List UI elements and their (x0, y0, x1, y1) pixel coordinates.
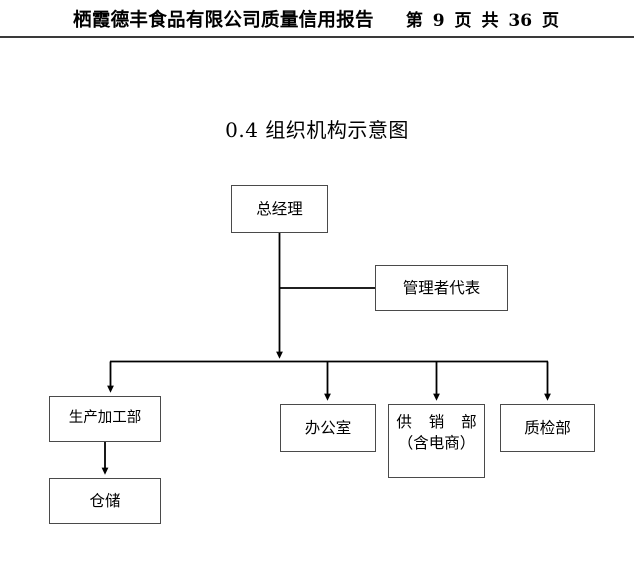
total-unit-label: 页 (541, 11, 559, 31)
page-unit-label: 页 (454, 11, 472, 31)
page-header: 栖霞德丰食品有限公司质量信用报告 第 9 页 共 36 页 (0, 0, 634, 38)
node-general-manager[interactable]: 总经理 (231, 185, 328, 233)
node-quality-inspection-department[interactable]: 质检部 (500, 404, 595, 452)
node-office[interactable]: 办公室 (280, 404, 376, 452)
node-sales-department[interactable]: 供 销 部 （含电商） (388, 404, 485, 478)
total-page-number: 36 (508, 11, 533, 31)
header-divider-rule (0, 36, 634, 38)
node-production-department-label: 生产加工部 (68, 410, 142, 427)
node-warehouse[interactable]: 仓储 (49, 478, 161, 524)
node-sales-department-label: 供 销 部 (396, 413, 483, 431)
node-office-label: 办公室 (304, 418, 352, 437)
current-page-number: 9 (432, 11, 445, 31)
node-warehouse-label: 仓储 (89, 491, 121, 510)
node-management-representative-label: 管理者代表 (402, 278, 481, 297)
section-heading: 0.4 组织机构示意图 (225, 118, 409, 142)
total-prefix-label: 共 (481, 11, 499, 31)
node-general-manager-label: 总经理 (256, 199, 303, 218)
document-title: 栖霞德丰食品有限公司质量信用报告 (73, 10, 374, 31)
node-management-representative[interactable]: 管理者代表 (375, 265, 508, 311)
page-prefix-label: 第 (405, 11, 423, 31)
page-indicator: 第 9 页 共 36 页 (404, 6, 561, 31)
node-sales-department-sublabel: （含电商） (397, 433, 476, 452)
node-production-department[interactable]: 生产加工部 (49, 396, 161, 442)
header-content: 栖霞德丰食品有限公司质量信用报告 第 9 页 共 36 页 (0, 6, 634, 32)
node-quality-inspection-department-label: 质检部 (524, 418, 571, 437)
